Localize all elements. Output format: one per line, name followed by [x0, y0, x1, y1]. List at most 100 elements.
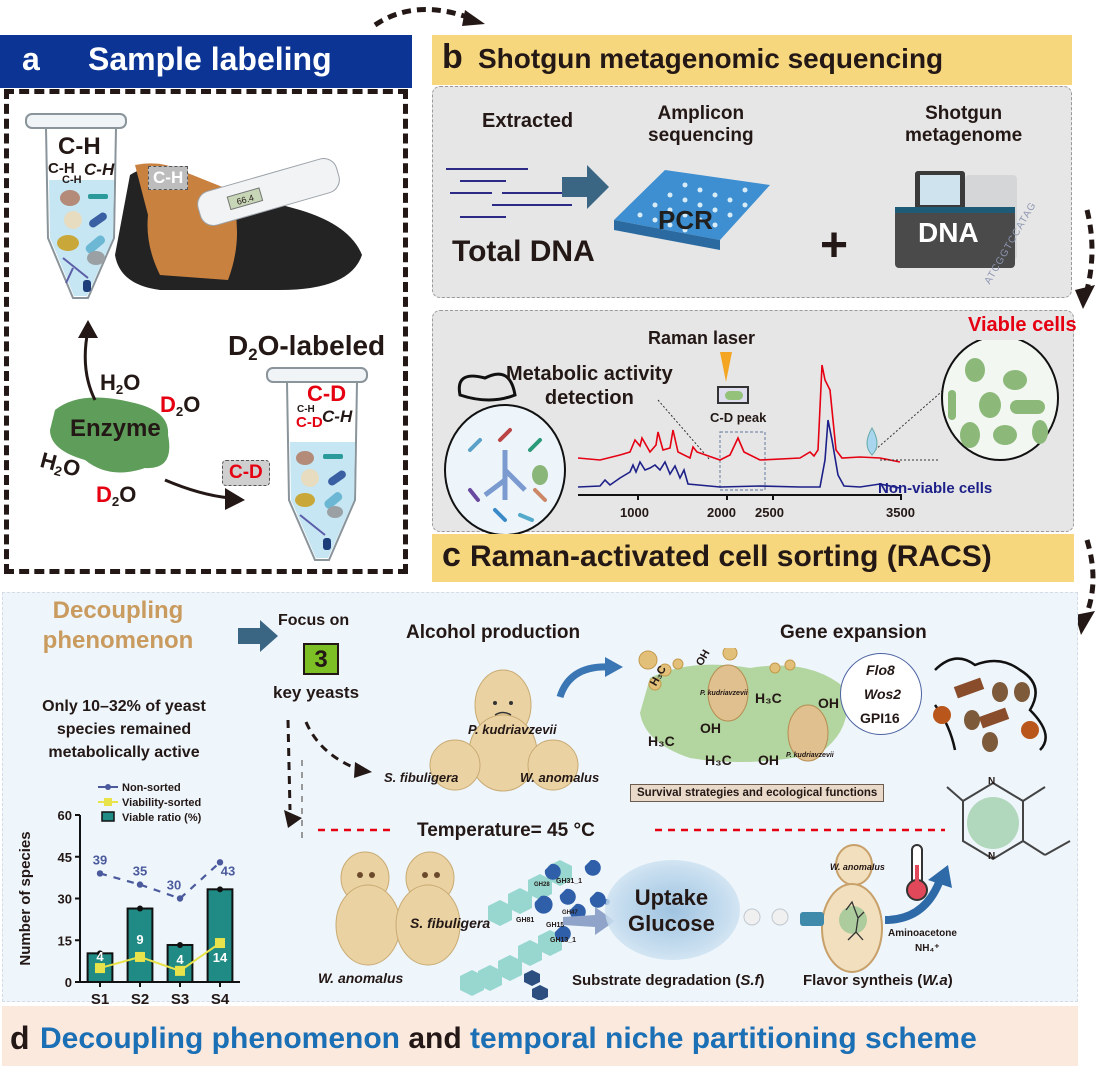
- cd-peak-label: C-D peak: [710, 410, 767, 425]
- enzyme-gh81: GH81: [516, 917, 535, 924]
- substrate-text: Substrate degradation (: [572, 972, 741, 989]
- metabolic-line-2: detection: [544, 387, 634, 409]
- raman-laser-label: Raman laser: [648, 328, 756, 348]
- d2o-1-o: O: [183, 392, 201, 417]
- dashed-arrows-to-yeasts: [284, 719, 372, 840]
- p-kudriavzevii-label: P. kudriavzevii: [468, 722, 557, 737]
- d2o-1-sub: 2: [175, 403, 184, 419]
- footer-part-2: and: [400, 1022, 471, 1055]
- chart-xtick-label: S2: [131, 991, 149, 1008]
- chart-label-viability-sorted: 9: [136, 932, 143, 947]
- microbial-community-lens-icon: [444, 372, 566, 536]
- chart-point-viability-sorted: [215, 938, 225, 949]
- temperature-label: Temperature= 45 °C: [417, 820, 595, 841]
- flow-arrow-a-to-b: [373, 7, 485, 28]
- enzyme-arrows: [78, 320, 245, 510]
- molecule-oh-4: OH: [758, 752, 779, 768]
- decoupling-line-2: phenomenon: [42, 627, 194, 654]
- metabolic-line-1: Metabolic activity: [506, 363, 673, 385]
- thermometer-icon: [906, 844, 928, 901]
- nonviable-cells-label: Non-viable cells: [878, 480, 993, 497]
- h2o-1-sub: 2: [115, 381, 124, 397]
- summary-line-2: species remained: [56, 721, 192, 738]
- chart-xtick-label: S4: [211, 991, 230, 1008]
- p-kudriavzevii-small-2: P. kudriavzevii: [786, 752, 834, 759]
- enzyme-label: Enzyme: [70, 415, 161, 442]
- xtick-label-2000: 2000: [707, 505, 736, 520]
- alcohol-production-title: Alcohol production: [406, 622, 581, 643]
- panel-a-title: Sample labeling: [88, 41, 332, 77]
- substrate-species: S.f: [740, 972, 760, 989]
- footer-part-1: Decoupling phenomenon: [40, 1022, 400, 1055]
- sample-ch-tag: C-H: [148, 166, 189, 190]
- panel-b-title: Shotgun metagenomic sequencing: [478, 43, 944, 74]
- glucose-molecules-icon: [743, 908, 810, 926]
- chart-point-non-sorted: [96, 870, 104, 877]
- glycoside-hydrolase-enzymes-icon: [534, 860, 610, 942]
- legend-viable-ratio-swatch: [101, 811, 115, 822]
- microtube-d2o-labeled-icon: [266, 367, 368, 561]
- chart-bar-cap: [137, 905, 143, 912]
- chart-label-viability-sorted: 4: [96, 949, 104, 964]
- tube1-label-ch-3: C-H: [62, 174, 82, 186]
- amplicon-line-1: Amplicon: [657, 103, 745, 124]
- decoupling-line-1: Decoupling: [52, 597, 184, 624]
- arrow-right-icon: [562, 165, 609, 209]
- chart-bar-cap: [97, 950, 103, 957]
- p-kudriavzevii-small-1: P. kudriavzevii: [700, 690, 748, 697]
- cd-peak-box: [719, 431, 766, 491]
- flavor-close: ): [947, 972, 953, 989]
- chart-ytick-label: 60: [58, 808, 72, 823]
- legend-non-sorted-label: Non-sorted: [122, 782, 181, 794]
- chart-point-viability-sorted: [95, 963, 105, 974]
- substrate-degradation-label: Substrate degradation (S.f): [572, 972, 765, 989]
- glucose-line: Glucose: [628, 911, 715, 936]
- chart-line-viability-sorted: [99, 942, 221, 972]
- focus-number-badge: 3: [303, 643, 339, 675]
- flow-arrow-b-to-c: [1075, 209, 1095, 309]
- arrow-right-icon-2: [238, 620, 278, 652]
- decoupling-summary: Only 10–32% of yeast species remained me…: [8, 695, 240, 764]
- metabolic-activity-label: Metabolic activity detection: [506, 362, 673, 410]
- glucose-cloud: [605, 860, 740, 960]
- d2o-label-1: D2O: [160, 392, 200, 419]
- flavor-foods-icon: [933, 657, 1047, 752]
- shotgun-line-1: Shotgun: [925, 103, 1003, 124]
- chart-point-viability-sorted: [175, 965, 185, 976]
- chart-ylabel: Number of species: [17, 831, 34, 965]
- tube2-label-cd-mid: C-D: [296, 414, 323, 431]
- curved-arrow-icon: [556, 657, 623, 699]
- flavor-text: Flavor syntheis (: [803, 972, 923, 989]
- chart-bar-cap: [177, 941, 183, 948]
- chart-label-non-sorted: 39: [93, 852, 107, 867]
- chart-xtick-label: S1: [91, 991, 109, 1008]
- raman-spectra-plot: [577, 364, 902, 500]
- chart-ytick-label: 15: [58, 933, 72, 948]
- panel-d-letter: d: [10, 1020, 30, 1056]
- panel-c-title: Raman-activated cell sorting (RACS): [470, 540, 992, 573]
- pcr-plate-icon: [614, 170, 770, 250]
- gene-gpi16: GPI16: [860, 710, 900, 726]
- extracted-label: Extracted: [482, 110, 574, 132]
- chart-point-non-sorted: [136, 881, 144, 888]
- membrane-transporter-icon: [800, 912, 824, 926]
- shotgun-label: Shotgun metagenome: [905, 103, 1022, 147]
- panel-d-footer: d Decoupling phenomenon and temporal nic…: [2, 1006, 1078, 1066]
- h2o-label-1: H2O: [100, 370, 140, 397]
- s-fibuligera-label-1: S. fibuligera: [384, 770, 459, 785]
- s-fibuligera-label-2: S. fibuligera: [410, 915, 491, 931]
- w-anomalus-label-2: W. anomalus: [318, 970, 404, 986]
- molecule-h3c-2: H₃C: [755, 690, 782, 706]
- total-dna-label: Total DNA: [452, 235, 595, 268]
- summary-line-3: metabolically active: [48, 744, 200, 761]
- tube1-label-ch-1: C-H: [48, 160, 75, 177]
- nonviable-spectrum-line: [577, 419, 901, 489]
- w-anomalus-label-1: W. anomalus: [520, 770, 600, 785]
- chart-label-non-sorted: 43: [221, 863, 235, 878]
- substrate-close: ): [759, 972, 765, 989]
- pyrazine-n-top: N: [988, 776, 996, 787]
- h2o-1-o: O: [123, 370, 141, 395]
- legend-viability-marker: [104, 798, 112, 806]
- viable-cells-lens-icon: [866, 340, 1059, 461]
